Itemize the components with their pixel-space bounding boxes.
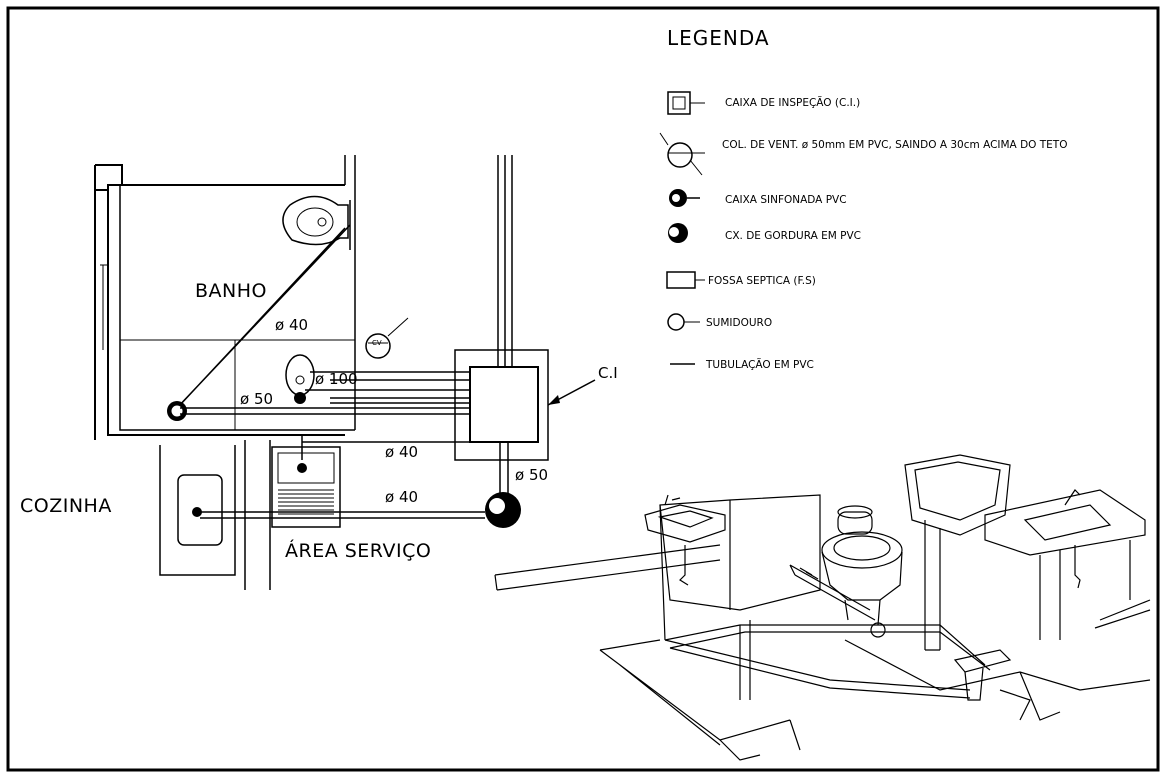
legend-title: LEGENDA xyxy=(667,26,770,50)
ci-label: C.I xyxy=(598,364,618,382)
washbasin-symbol xyxy=(285,354,315,404)
isometric-plumbing-drawing xyxy=(494,454,1151,761)
inspection-box-icon xyxy=(667,91,705,115)
room-label-bath: BANHO xyxy=(195,280,267,302)
legend-item-label: CAIXA DE INSPEÇÃO (C.I.) xyxy=(725,96,860,109)
legend-item-label: CAIXA SINFONADA PVC xyxy=(725,194,847,206)
legend-item-label: COL. DE VENT. ø 50mm EM PVC, SAINDO A 30… xyxy=(722,139,1068,151)
vent-column-icon xyxy=(659,132,705,176)
legend: LEGENDA CAIXA DE INSPEÇÃO (C.I.) COL. DE… xyxy=(659,26,1068,371)
kitchen-sink xyxy=(159,445,236,576)
vent-label: CV xyxy=(372,339,382,347)
dim-label: ø 40 xyxy=(385,443,418,461)
sink-well-icon xyxy=(667,313,700,331)
dim-label: ø 100 xyxy=(315,370,358,388)
dim-label: ø 40 xyxy=(385,488,418,506)
dim-label: ø 50 xyxy=(515,466,548,484)
legend-item-label: CX. DE GORDURA EM PVC xyxy=(725,230,861,242)
legend-item-label: FOSSA SEPTICA (F.S) xyxy=(708,275,816,287)
siphon-box-icon xyxy=(669,189,700,207)
grease-box xyxy=(485,492,521,528)
floor-plan: CV C.I xyxy=(20,155,618,590)
legend-item-label: SUMIDOURO xyxy=(706,317,772,329)
laundry-tank xyxy=(271,446,341,528)
room-label-service: ÁREA SERVIÇO xyxy=(285,539,431,562)
bath-siphon-box xyxy=(167,401,187,421)
legend-item-label: TUBULAÇÃO EM PVC xyxy=(705,358,814,371)
room-label-kitchen: COZINHA xyxy=(20,495,112,517)
drawing-border xyxy=(6,6,1160,772)
vent-column-symbol: CV xyxy=(365,317,409,359)
dim-label: ø 40 xyxy=(275,316,308,334)
dim-label: ø 50 xyxy=(240,390,273,408)
grease-box-icon xyxy=(668,223,688,243)
septic-tank-icon xyxy=(666,271,705,289)
